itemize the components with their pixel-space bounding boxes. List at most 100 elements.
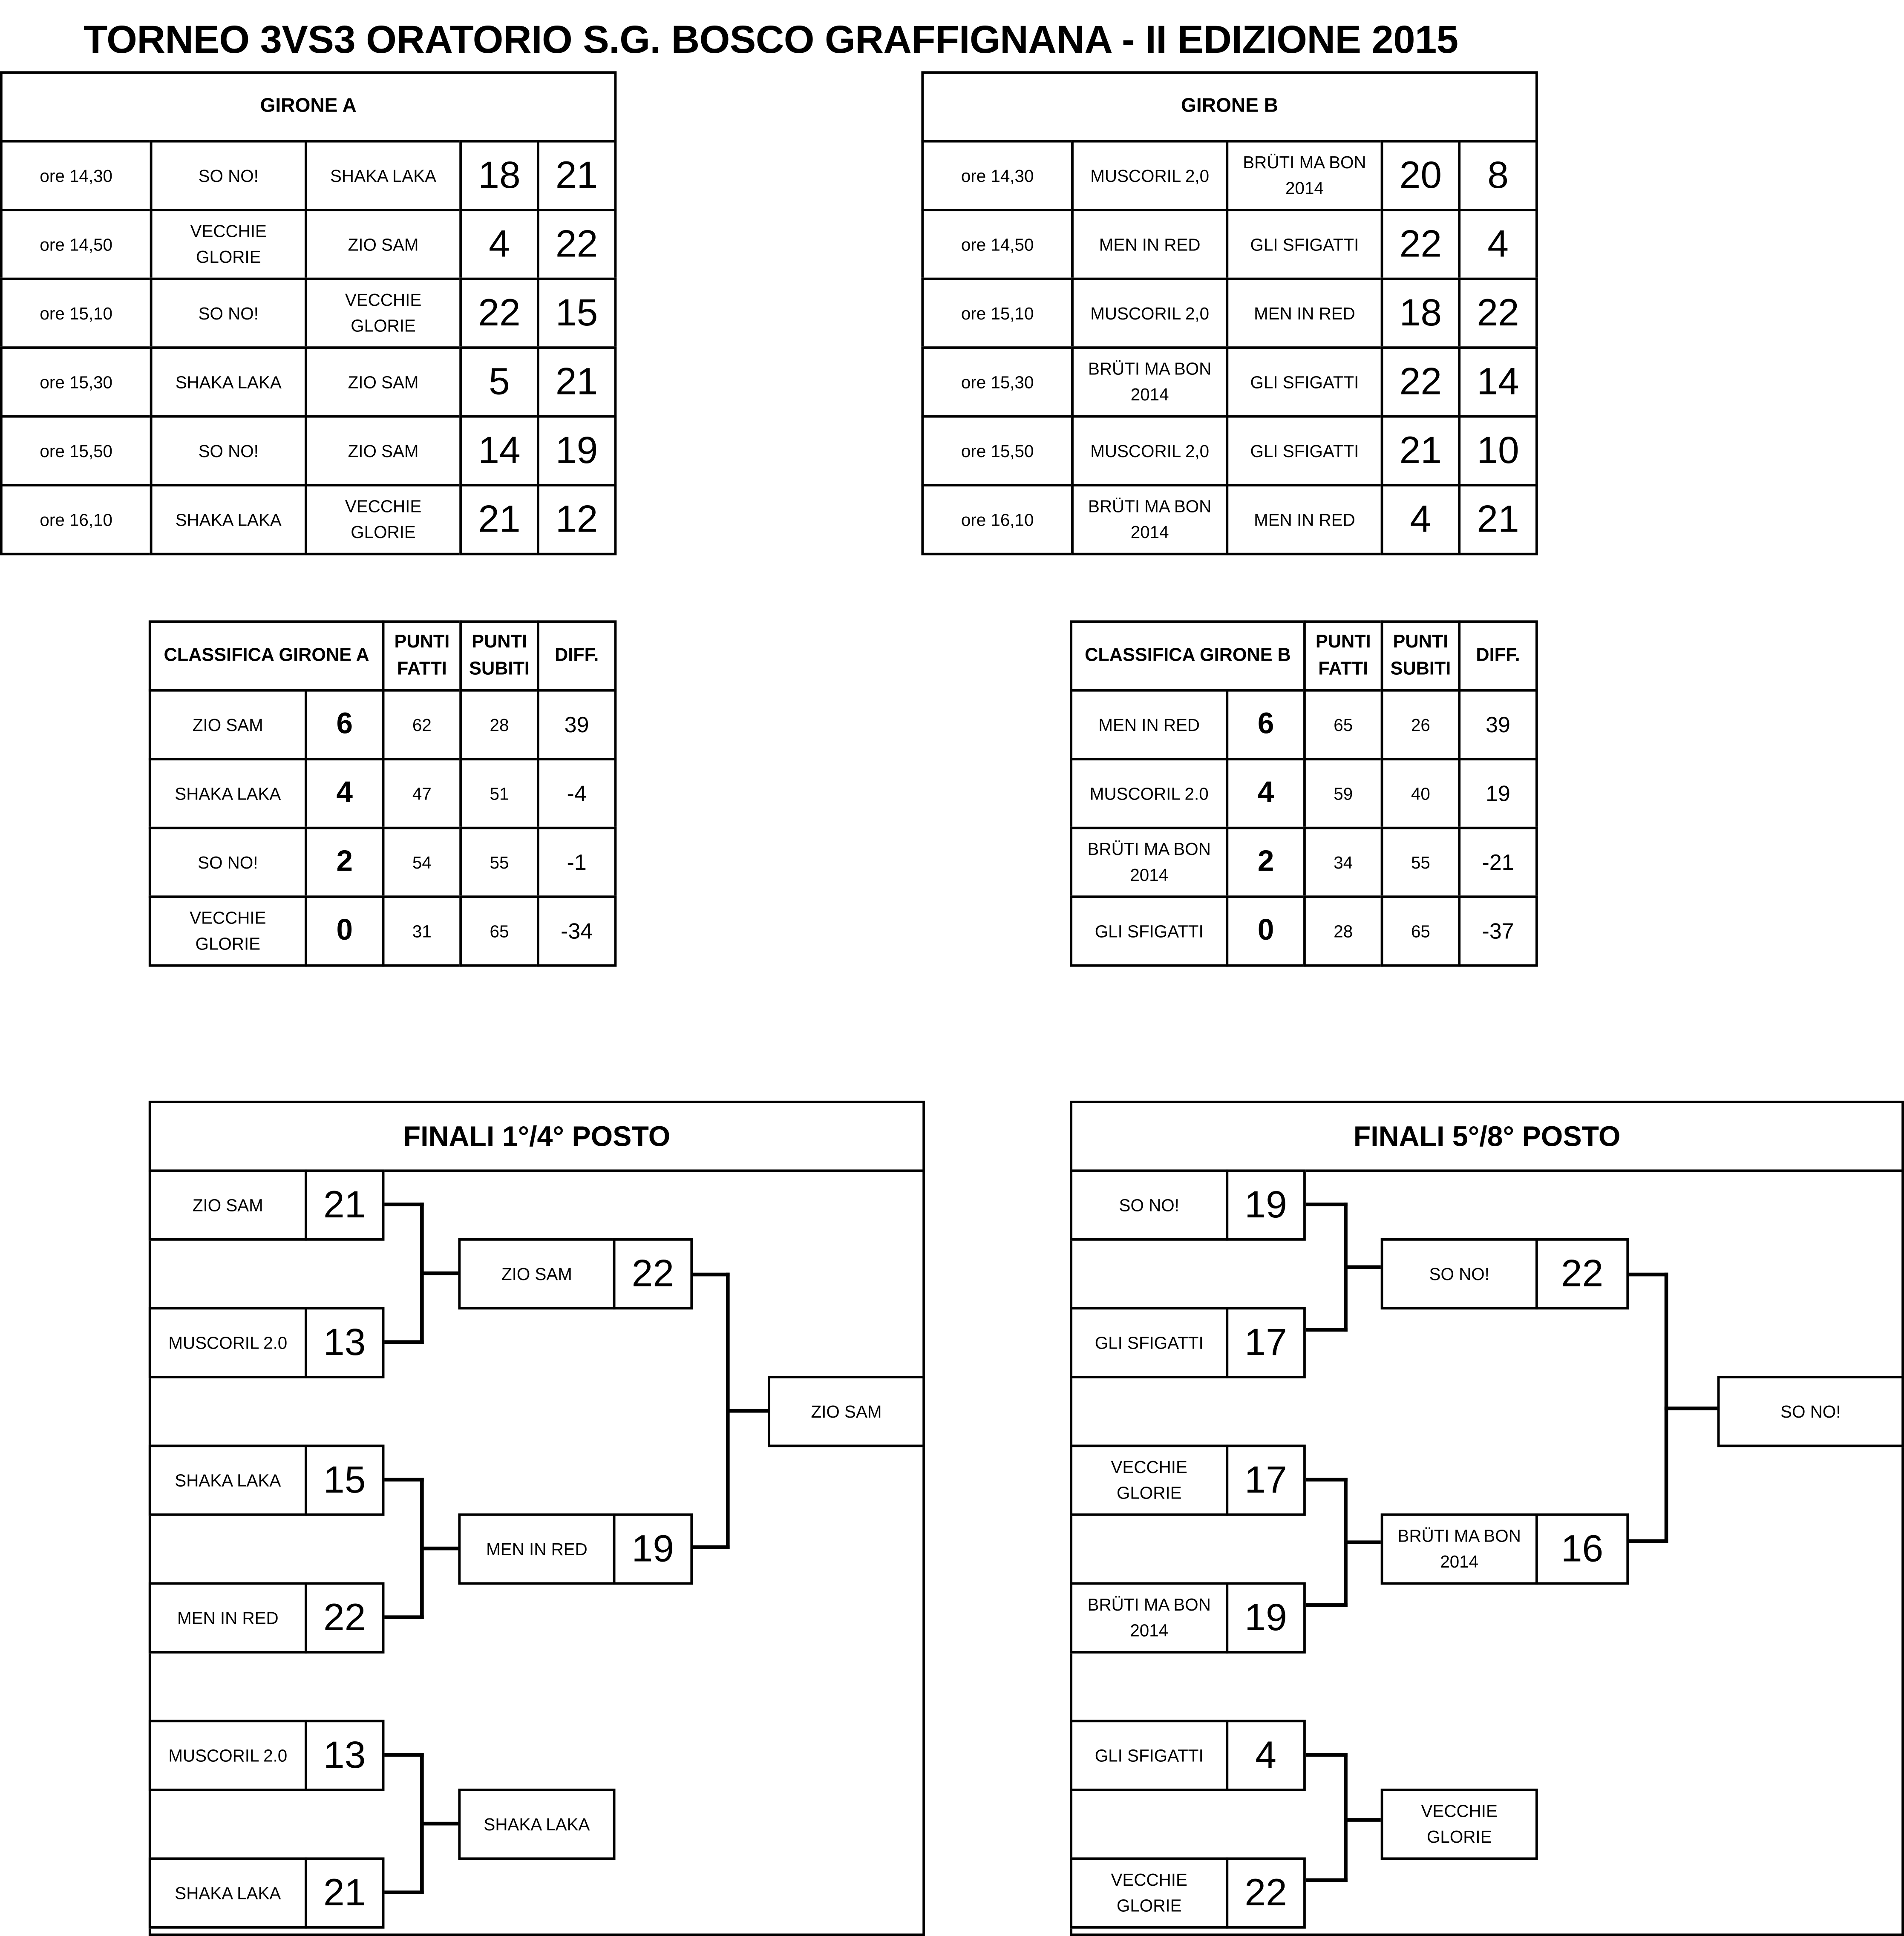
bracket-score: 16 [1535, 1513, 1629, 1585]
bracket-team: MEN IN RED [148, 1582, 307, 1654]
bracket-team: SHAKA LAKA [148, 1444, 307, 1516]
bracket-connector [384, 1890, 424, 1894]
standing-diff: -4 [536, 758, 617, 829]
bracket-connector [384, 1340, 424, 1344]
bracket-third-winner: SHAKA LAKA [458, 1788, 616, 1860]
standing-fatti: 31 [382, 895, 462, 967]
bracket-connector [1629, 1539, 1668, 1543]
standing-subiti: 55 [1380, 826, 1461, 898]
match-score-home: 21 [1380, 415, 1461, 487]
bracket-connector [1664, 1407, 1717, 1410]
bracket-score: 13 [305, 1307, 385, 1378]
standing-subiti: 26 [1380, 689, 1461, 761]
match-score-away: 19 [536, 415, 617, 487]
match-score-away: 21 [536, 346, 617, 418]
standing-team: GLI SFIGATTI [1070, 895, 1229, 967]
page-title: TORNEO 3VS3 ORATORIO S.G. BOSCO GRAFFIGN… [84, 17, 1458, 62]
standing-diff: -21 [1458, 826, 1538, 898]
girone-a-header: GIRONE A [0, 71, 617, 143]
match-score-away: 15 [536, 277, 617, 349]
bracket-score: 21 [305, 1857, 385, 1929]
bracket-team: VECCHIE GLORIE [1070, 1857, 1229, 1929]
standing-points: 4 [305, 758, 385, 829]
match-score-away: 12 [536, 484, 617, 555]
bracket-team: MUSCORIL 2.0 [148, 1720, 307, 1791]
match-time: ore 14,30 [0, 140, 153, 212]
match-time: ore 15,30 [921, 346, 1074, 418]
bracket-connector [384, 1753, 424, 1757]
standing-team: SHAKA LAKA [148, 758, 307, 829]
match-time: ore 15,50 [0, 415, 153, 487]
standing-points: 0 [305, 895, 385, 967]
match-time: ore 15,10 [0, 277, 153, 349]
bracket-connector [1305, 1878, 1348, 1882]
match-time: ore 16,10 [0, 484, 153, 555]
match-team-home: VECCHIE GLORIE [150, 209, 307, 280]
bracket-team: VECCHIE GLORIE [1070, 1444, 1229, 1516]
match-team-away: ZIO SAM [305, 346, 462, 418]
match-score-away: 22 [536, 209, 617, 280]
bracket-connector [693, 1545, 730, 1549]
match-score-away: 14 [1458, 346, 1538, 418]
finali-5-8-header: FINALI 5°/8° POSTO [1070, 1100, 1904, 1172]
standing-fatti: 65 [1303, 689, 1383, 761]
match-score-home: 22 [1380, 346, 1461, 418]
bracket-connector [1305, 1478, 1348, 1481]
bracket-team: SHAKA LAKA [148, 1857, 307, 1929]
standing-team: MEN IN RED [1070, 689, 1229, 761]
standing-diff: 19 [1458, 758, 1538, 829]
bracket-connector [1344, 1540, 1381, 1545]
standing-points: 6 [1226, 689, 1306, 761]
match-score-away: 22 [1458, 277, 1538, 349]
match-score-home: 21 [459, 484, 539, 555]
match-score-away: 21 [1458, 484, 1538, 555]
bracket-connector [1305, 1603, 1348, 1607]
standing-team: ZIO SAM [148, 689, 307, 761]
bracket-connector [384, 1478, 424, 1481]
bracket-connector [420, 1546, 458, 1551]
match-team-home: BRÜTI MA BON 2014 [1071, 484, 1229, 555]
match-time: ore 14,50 [0, 209, 153, 280]
match-score-away: 10 [1458, 415, 1538, 487]
match-time: ore 15,10 [921, 277, 1074, 349]
standing-points: 2 [305, 826, 385, 898]
match-team-home: MUSCORIL 2,0 [1071, 277, 1229, 349]
bracket-team: ZIO SAM [458, 1238, 616, 1310]
match-time: ore 14,30 [921, 140, 1074, 212]
col-punti-fatti: PUNTI FATTI [382, 620, 462, 692]
standing-subiti: 65 [459, 895, 539, 967]
match-score-home: 14 [459, 415, 539, 487]
finali-1-4-header: FINALI 1°/4° POSTO [148, 1100, 925, 1172]
match-team-home: MEN IN RED [1071, 209, 1229, 280]
match-time: ore 15,30 [0, 346, 153, 418]
standing-subiti: 65 [1380, 895, 1461, 967]
bracket-score: 19 [1226, 1582, 1306, 1654]
bracket-score: 22 [613, 1238, 693, 1310]
match-team-away: BRÜTI MA BON 2014 [1226, 140, 1383, 212]
match-team-home: SHAKA LAKA [150, 346, 307, 418]
bracket-connector [726, 1409, 768, 1413]
match-score-home: 22 [459, 277, 539, 349]
match-team-away: GLI SFIGATTI [1226, 415, 1383, 487]
classifica-a-header: CLASSIFICA GIRONE A [148, 620, 385, 692]
bracket-team: MEN IN RED [458, 1513, 616, 1585]
bracket-score: 17 [1226, 1444, 1306, 1516]
bracket-score: 19 [613, 1513, 693, 1585]
standing-team: MUSCORIL 2.0 [1070, 758, 1229, 829]
match-time: ore 15,50 [921, 415, 1074, 487]
standing-fatti: 54 [382, 826, 462, 898]
bracket-connector [384, 1202, 424, 1206]
match-team-home: MUSCORIL 2,0 [1071, 415, 1229, 487]
bracket-connector [1629, 1272, 1668, 1277]
standing-subiti: 28 [459, 689, 539, 761]
standing-diff: 39 [536, 689, 617, 761]
match-team-away: MEN IN RED [1226, 277, 1383, 349]
bracket-team: GLI SFIGATTI [1070, 1720, 1229, 1791]
bracket-connector [384, 1615, 424, 1619]
match-team-away: MEN IN RED [1226, 484, 1383, 555]
standing-points: 0 [1226, 895, 1306, 967]
bracket-winner: SO NO! [1717, 1375, 1904, 1447]
match-score-home: 18 [1380, 277, 1461, 349]
match-score-home: 5 [459, 346, 539, 418]
bracket-team: BRÜTI MA BON 2014 [1380, 1513, 1538, 1585]
